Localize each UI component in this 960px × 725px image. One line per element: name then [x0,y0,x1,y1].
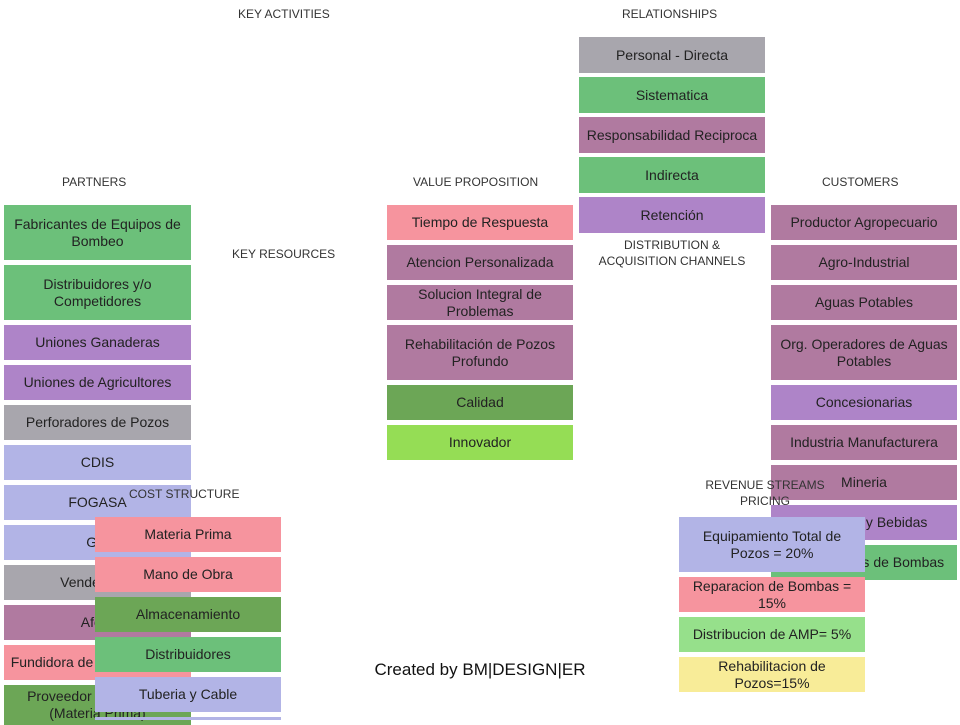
customer-item: Aguas Potables [771,285,957,320]
customer-item: Org. Operadores de Aguas Potables [771,325,957,380]
revenue-item: Rehabilitacion de Pozos=15% [679,657,865,692]
cost-item: Mano de Obra [95,557,281,592]
cost-item: Tuberia y Cable [95,677,281,712]
cost-item-overflow [95,717,281,720]
header-revenue-line2: PRICING [739,494,790,508]
header-distribution-channels: DISTRIBUTION & ACQUISITION CHANNELS [592,237,752,269]
header-key-resources: KEY RESOURCES [232,247,336,261]
partner-item: Distribuidores y/o Competidores [4,265,191,320]
customer-item: Productor Agropecuario [771,205,957,240]
relationship-item: Retención [579,197,765,233]
header-relationships: RELATIONSHIPS [622,7,718,21]
cost-item: Materia Prima [95,517,281,552]
relationship-item: Sistematica [579,77,765,113]
customer-item: Agro-Industrial [771,245,957,280]
customer-item: Industria Manufacturera [771,425,957,460]
cost-item: Distribuidores [95,637,281,672]
value-proposition-item: Rehabilitación de Pozos Profundo [387,325,573,380]
header-value-proposition: VALUE PROPOSITION [413,175,539,189]
partner-item: FOGASA [4,485,191,520]
partner-item: Uniones Ganaderas [4,325,191,360]
partner-item: Uniones de Agricultores [4,365,191,400]
header-key-activities: KEY ACTIVITIES [238,7,330,21]
relationship-item: Responsabilidad Reciproca [579,117,765,153]
header-distribution-line1: DISTRIBUTION & [623,238,720,252]
customer-item: Concesionarias [771,385,957,420]
value-proposition-item: Tiempo de Respuesta [387,205,573,240]
value-proposition-item: Innovador [387,425,573,460]
customer-item: Mineria [771,465,957,500]
header-customers: CUSTOMERS [822,175,899,189]
revenue-item: Distribucion de AMP= 5% [679,617,865,652]
relationship-item: Personal - Directa [579,37,765,73]
header-cost-structure: COST STRUCTURE [129,487,240,501]
cost-item: Almacenamiento [95,597,281,632]
header-distribution-line2: ACQUISITION CHANNELS [598,254,746,268]
value-proposition-item: Atencion Personalizada [387,245,573,280]
revenue-item: Equipamiento Total de Pozos = 20% [679,517,865,572]
revenue-item: Reparacion de Bombas = 15% [679,577,865,612]
relationship-item: Indirecta [579,157,765,193]
header-partners: PARTNERS [62,175,127,189]
partner-item: Perforadores de Pozos [4,405,191,440]
value-proposition-item: Calidad [387,385,573,420]
header-revenue-line1: REVENUE STREAMS [705,478,825,492]
header-revenue-streams: REVENUE STREAMS PRICING [690,477,840,509]
partner-item: CDIS [4,445,191,480]
partner-item: Fabricantes de Equipos de Bombeo [4,205,191,260]
credit-text: Created by BM|DESIGN|ER [374,660,586,679]
value-proposition-item: Solucion Integral de Problemas [387,285,573,320]
